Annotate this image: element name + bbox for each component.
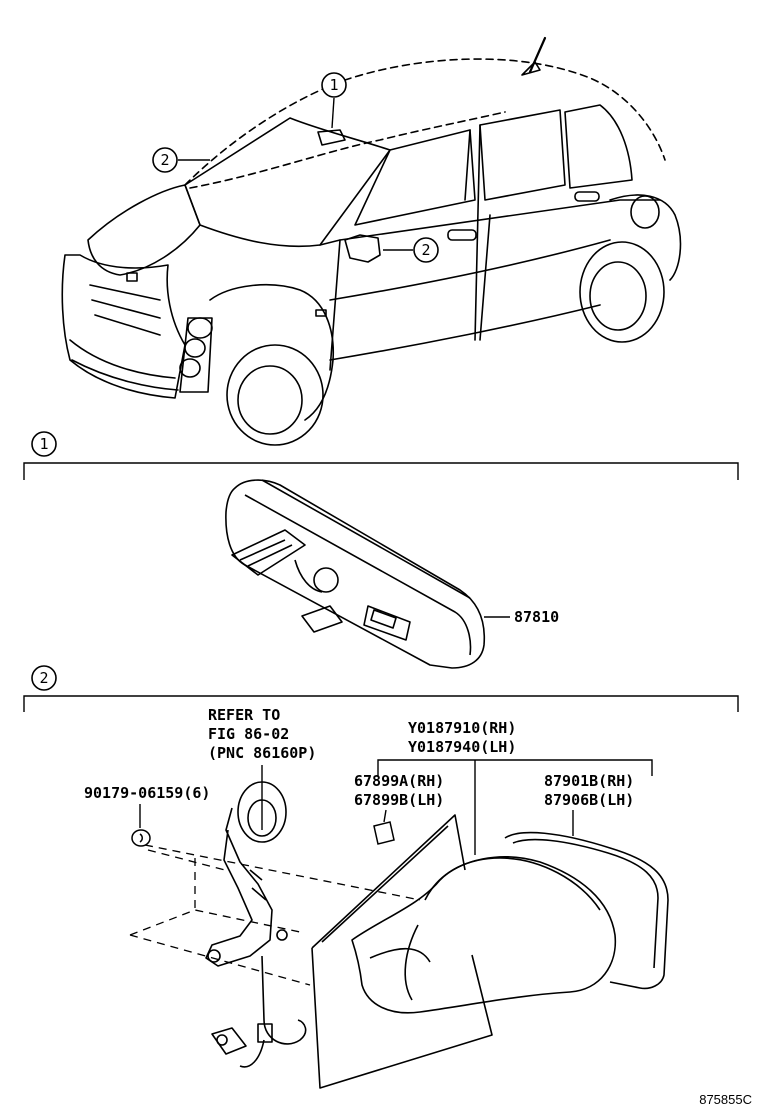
section-1-header: 1 — [23, 431, 739, 480]
cover-leader — [383, 809, 387, 823]
section-2-number: 2 — [39, 669, 48, 687]
callout-2-car-windshield: 2 — [152, 147, 178, 173]
outer-mirror-illustration — [311, 814, 669, 1089]
callout-1-label: 1 — [329, 76, 338, 94]
screw-icon — [131, 829, 151, 847]
mirror-assy-bracket — [377, 759, 653, 776]
screw-part-number: 90179-06159(6) — [84, 784, 210, 802]
refer-to-line3: (PNC 86160P) — [208, 744, 316, 762]
illustration-number: 875855C — [699, 1092, 752, 1107]
glass-part-lh: 87906B(LH) — [544, 791, 634, 809]
mirror-assy-rh: Y0187910(RH) — [408, 719, 516, 737]
section-2-header: 2 — [23, 665, 739, 712]
callout-2-label: 2 — [160, 151, 169, 169]
refer-to-line2: FIG 86-02 — [208, 725, 289, 743]
car-callout-leaders — [178, 97, 413, 251]
mirror-assy-lh: Y0187940(LH) — [408, 738, 516, 756]
install-plane — [129, 844, 421, 986]
refer-to-line1: REFER TO — [208, 706, 280, 724]
cover-part-lh: 67899B(LH) — [354, 791, 444, 809]
glass-part-rh: 87901B(RH) — [544, 772, 634, 790]
callout-2-car-mirror: 2 — [413, 237, 439, 263]
inner-mirror-part-number: 87810 — [514, 608, 559, 626]
section-1-number: 1 — [39, 435, 48, 453]
car-illustration — [61, 36, 682, 446]
mirror-motor-bracket — [205, 781, 307, 1068]
callout-2-label: 2 — [421, 241, 430, 259]
cover-part-rh: 67899A(RH) — [354, 772, 444, 790]
inner-mirror-illustration — [225, 479, 486, 669]
callout-1-car: 1 — [321, 72, 347, 98]
cover-clip-icon — [373, 821, 395, 845]
